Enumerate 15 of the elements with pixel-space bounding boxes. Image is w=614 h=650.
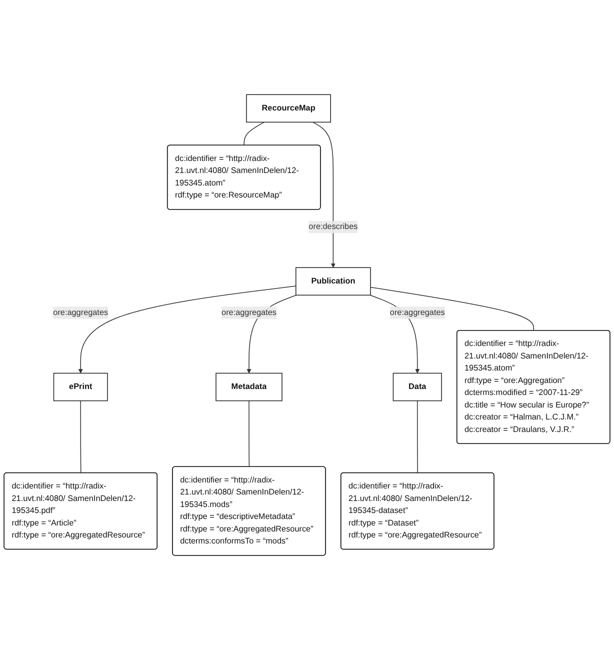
connector bbox=[244, 122, 265, 146]
node-box: Data bbox=[392, 372, 442, 402]
arrow bbox=[312, 122, 336, 268]
connector bbox=[248, 400, 250, 468]
connector bbox=[80, 400, 82, 474]
node-box: ePrint bbox=[53, 372, 108, 402]
edge-label: ore:aggregates bbox=[390, 308, 445, 317]
connector bbox=[417, 400, 418, 474]
edge-label: ore:aggregates bbox=[222, 308, 276, 317]
connector bbox=[370, 286, 534, 331]
node-box: RecourceMap bbox=[246, 94, 331, 123]
edge-label: ore:describes bbox=[308, 222, 358, 232]
edge-label: ore:aggregates bbox=[53, 308, 108, 317]
node-box: Publication bbox=[296, 267, 371, 296]
node-box: Metadata bbox=[216, 372, 282, 402]
